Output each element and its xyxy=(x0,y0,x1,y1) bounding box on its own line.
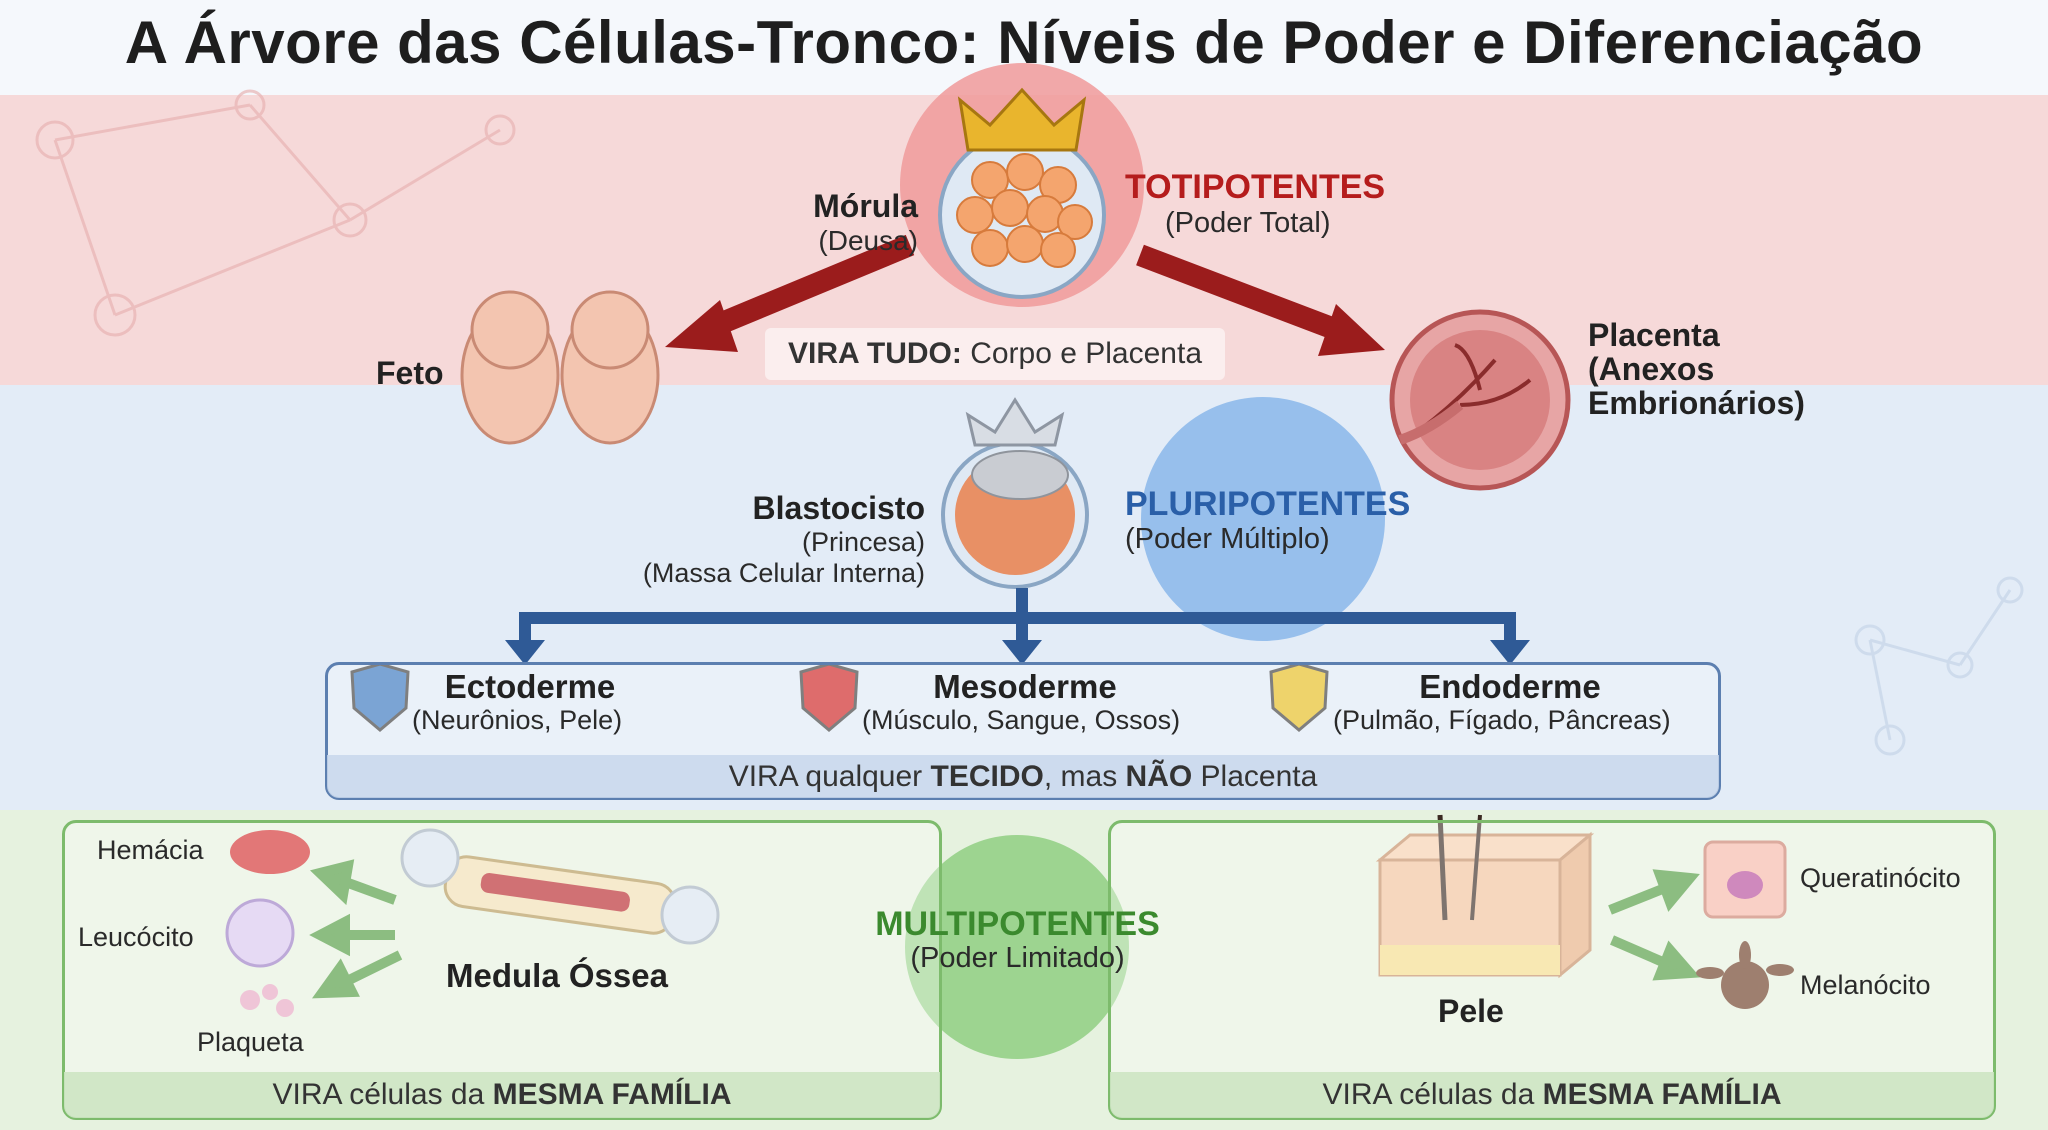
skin-footer-a: VIRA células da xyxy=(1322,1078,1543,1111)
platelet-icon xyxy=(240,984,294,1017)
skin-arrows xyxy=(1608,869,1701,981)
endoderm-item: Endoderme xyxy=(1340,668,1680,706)
ectoderm-shield-icon xyxy=(350,662,410,732)
multipotent-sub: (Poder Limitado) xyxy=(910,942,1125,974)
skin-icon xyxy=(1375,814,1595,979)
arrow-to-fetus xyxy=(665,234,915,352)
queratinocito-label: Queratinócito xyxy=(1800,863,1961,893)
germ-footer-d: NÃO xyxy=(1125,760,1193,793)
skin-footer-b: MESMA FAMÍLIA xyxy=(1542,1078,1782,1111)
germ-layers-footer: VIRA qualquer TECIDO, mas NÃO Placenta xyxy=(327,755,1719,798)
pele-label: Pele xyxy=(1438,993,1504,1029)
blastocyst-label: Blastocisto xyxy=(752,490,925,526)
fetus-icon xyxy=(460,290,660,445)
germ-footer-b: TECIDO xyxy=(930,760,1044,793)
page-title: A Árvore das Células-Tronco: Níveis de P… xyxy=(124,9,1924,76)
placenta-label: Placenta (Anexos Embrionários) xyxy=(1588,318,1805,420)
melanocito-label: Melanócito xyxy=(1800,970,1931,1000)
red-blood-cell-icon xyxy=(230,830,310,874)
ectoderm-name: Ectoderme xyxy=(444,668,616,705)
leukocyte-icon xyxy=(225,898,295,968)
morula-nickname: (Deusa) xyxy=(818,225,918,256)
mesoderm-name: Mesoderme xyxy=(933,668,1117,705)
bone-icon xyxy=(400,828,720,945)
ectoderm-examples: (Neurônios, Pele) xyxy=(412,705,623,735)
germ-footer-a: VIRA qualquer xyxy=(728,760,931,793)
skin-box xyxy=(1108,820,1996,1120)
vira-tudo-rest: Corpo e Placenta xyxy=(961,337,1203,370)
blastocyst-detail: (Massa Celular Interna) xyxy=(642,558,925,588)
hemacia-label: Hemácia xyxy=(97,835,204,865)
pluripotent-heading: PLURIPOTENTES xyxy=(1125,485,1411,523)
crown-icon xyxy=(957,87,1087,152)
tree-arrows xyxy=(519,588,1516,645)
marrow-footer-a: VIRA células da xyxy=(272,1078,493,1111)
endoderm-name: Endoderme xyxy=(1419,668,1601,705)
tree-arrowheads xyxy=(505,640,1530,665)
morula-icon xyxy=(938,131,1106,299)
endoderm-shield-icon xyxy=(1269,662,1329,732)
leucocito-label: Leucócito xyxy=(78,922,194,952)
bone-marrow-footer: VIRA células da MESMA FAMÍLIA xyxy=(64,1072,940,1118)
arrow-to-placenta xyxy=(1136,244,1385,356)
vira-tudo-banner: VIRA TUDO: Corpo e Placenta xyxy=(765,328,1225,380)
mesoderm-examples: (Músculo, Sangue, Ossos) xyxy=(862,705,1181,735)
germ-footer-c: , mas xyxy=(1043,760,1126,793)
tiara-icon xyxy=(965,397,1065,447)
marrow-footer-b: MESMA FAMÍLIA xyxy=(492,1078,732,1111)
ectoderm-item: Ectoderme xyxy=(410,668,650,706)
placenta-name: Placenta xyxy=(1588,317,1720,353)
multipotent-heading: MULTIPOTENTES xyxy=(875,905,1160,943)
skin-footer: VIRA células da MESMA FAMÍLIA xyxy=(1110,1072,1994,1118)
pluripotent-circle xyxy=(1141,397,1385,641)
marrow-arrows xyxy=(309,859,403,999)
mesoderm-item: Mesoderme xyxy=(870,668,1180,706)
pluripotent-sub: (Poder Múltiplo) xyxy=(1125,523,1330,555)
endoderm-examples: (Pulmão, Fígado, Pâncreas) xyxy=(1333,705,1671,735)
placenta-icon xyxy=(1389,309,1571,491)
network-decoration-right xyxy=(1854,576,2024,756)
germ-footer-e: Placenta xyxy=(1192,760,1318,793)
blastocyst-nickname: (Princesa) xyxy=(801,527,925,557)
placenta-line2: (Anexos xyxy=(1588,351,1715,387)
mesoderm-shield-icon xyxy=(799,662,859,732)
totipotent-sub: (Poder Total) xyxy=(1165,207,1331,239)
plaqueta-label: Plaqueta xyxy=(197,1027,304,1057)
morula-label: Mórula xyxy=(813,188,918,224)
fetus-label: Feto xyxy=(376,355,444,391)
melanocyte-icon xyxy=(1696,941,1794,1009)
multipotent-circle xyxy=(905,835,1129,1059)
network-decoration-left xyxy=(35,89,516,337)
totipotent-heading: TOTIPOTENTES xyxy=(1125,168,1386,206)
keratinocyte-icon xyxy=(1703,840,1787,919)
medula-label: Medula Óssea xyxy=(446,957,668,994)
blastocyst-icon xyxy=(941,441,1089,589)
bone-marrow-box xyxy=(62,820,942,1120)
vira-tudo-bold: VIRA TUDO: xyxy=(787,337,962,370)
placenta-line3: Embrionários) xyxy=(1588,385,1805,421)
